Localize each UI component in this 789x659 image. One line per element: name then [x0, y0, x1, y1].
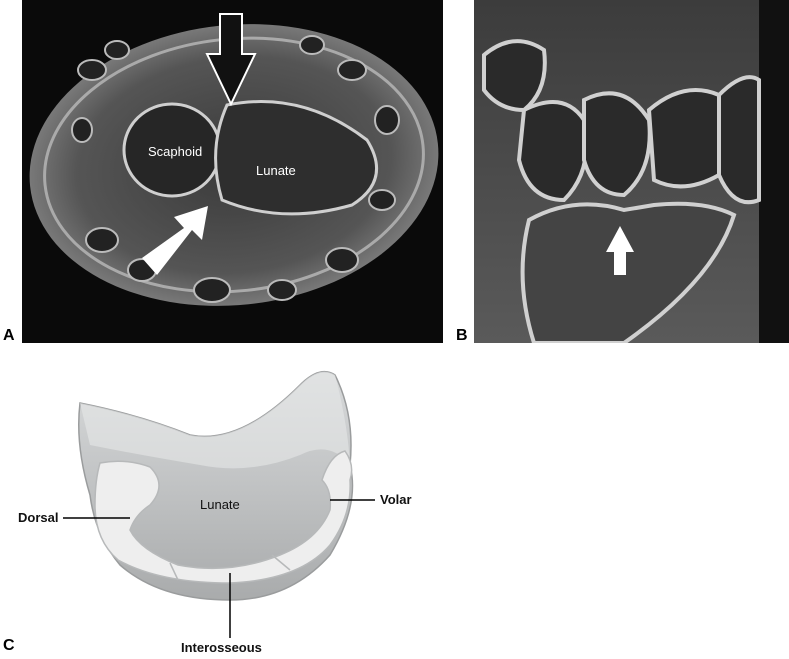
panel-c-label: C: [3, 637, 15, 654]
lunate-diagram: [63, 370, 375, 638]
panel-a-label: A: [3, 327, 15, 344]
scaphoid-label: Scaphoid: [148, 144, 203, 159]
lunate-label: Lunate: [256, 163, 296, 178]
panel-b-label: B: [456, 327, 468, 344]
coronal-mri-image: [474, 0, 789, 343]
panel-c-lunate-diagram: Lunate Dorsal Volar Interosseous: [0, 355, 460, 659]
dorsal-label: Dorsal: [18, 510, 59, 525]
volar-label: Volar: [380, 492, 412, 507]
axial-mri-image: [22, 0, 443, 343]
panel-a-axial-mri: Scaphoid Lunate: [22, 0, 443, 343]
black-arrow: [205, 13, 257, 107]
white-arrow: [142, 206, 208, 275]
lunate-center-label: Lunate: [200, 497, 240, 512]
panel-b-coronal-mri: [474, 0, 789, 343]
interosseous-label: Interosseous: [181, 640, 262, 655]
white-arrow: [606, 226, 634, 275]
